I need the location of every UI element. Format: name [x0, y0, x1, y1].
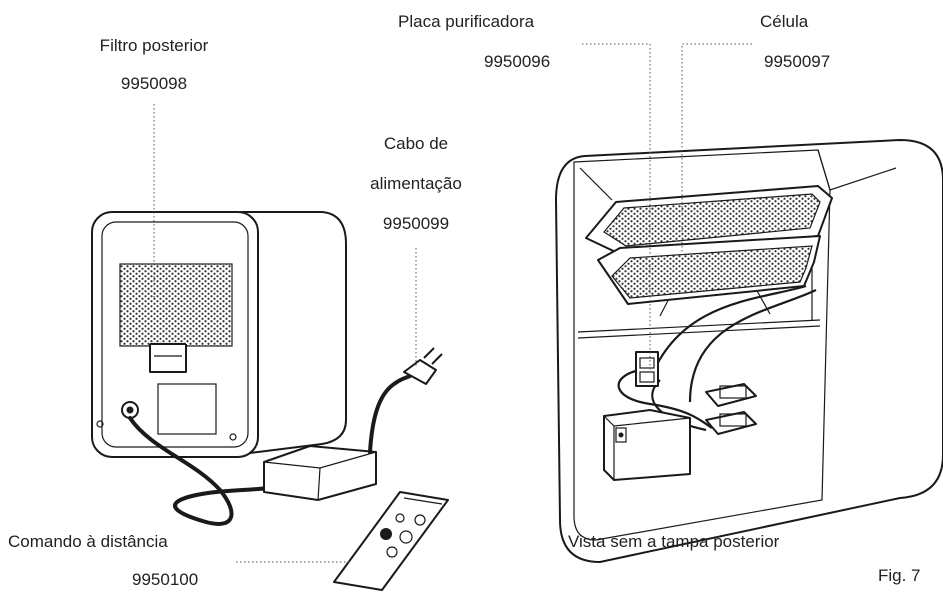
power-adapter — [263, 445, 377, 501]
leader-lines — [153, 43, 752, 563]
remote-code: 9950100 — [132, 570, 199, 589]
rear-filter-mesh — [119, 263, 233, 347]
cell-name: Célula — [760, 12, 809, 31]
power-plug — [403, 347, 443, 385]
rear-filter-name: Filtro posterior — [99, 36, 209, 55]
figure-number: Fig. 7 — [878, 566, 921, 585]
remote-name: Comando à distância — [8, 532, 168, 551]
power-cable-name-line1: Cabo de — [383, 134, 449, 153]
dc-lead — [128, 416, 292, 526]
purifier-plate-name: Placa purificadora — [398, 12, 535, 31]
rear-filter-code: 9950098 — [120, 74, 188, 93]
purifier-interior-view — [555, 139, 943, 563]
view-caption: Vista sem a tampa posterior — [568, 532, 780, 551]
cell-mesh — [611, 245, 813, 299]
purifier-plate-code: 9950096 — [484, 52, 551, 71]
purifier-plate-mesh — [603, 193, 821, 247]
power-cable-code: 9950099 — [382, 214, 450, 233]
cell-code: 9950097 — [764, 52, 831, 71]
remote-control — [333, 491, 449, 591]
power-cable-name-line2: alimentação — [370, 174, 462, 193]
